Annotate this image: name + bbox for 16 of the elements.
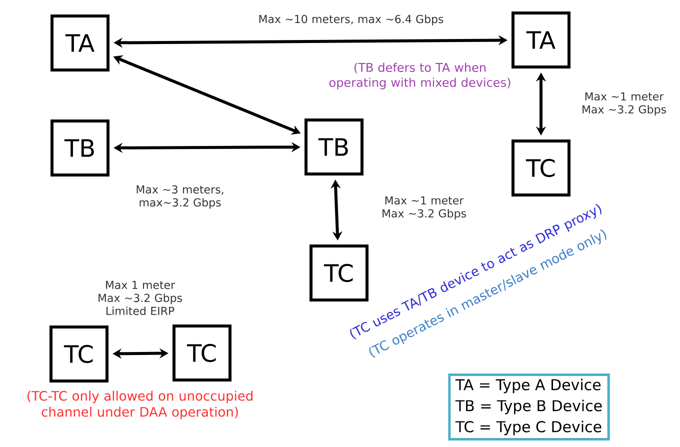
device-box: TC — [512, 140, 570, 196]
edge-label: Max 1 meter Max ~3.2 Gbps Limited EIRP — [98, 280, 182, 316]
device-box: TB — [304, 118, 364, 176]
legend-box: TA = Type A Device TB = Type B Device TC = Type C Device — [448, 373, 610, 440]
edge-label: Max ~1 meter Max ~3.2 Gbps — [382, 196, 466, 220]
device-box: TA — [512, 12, 570, 68]
edge-label: Max ~3 meters, max~3.2 Gbps — [136, 185, 224, 209]
device-box: TB — [50, 120, 110, 176]
note: (TB defers to TA when operating with mixed devices) — [329, 62, 510, 90]
edge-label: Max ~1 meter Max ~3.2 Gbps — [582, 92, 666, 116]
edge-label: Max ~10 meters, max ~6.4 Gbps — [259, 14, 444, 26]
device-box: TA — [50, 14, 110, 72]
device-box: TC — [172, 324, 232, 382]
device-box: TC — [310, 244, 368, 302]
note: (TC-TC only allowed on unoccupied channel under DAA operation) — [28, 390, 252, 420]
device-box: TC — [50, 326, 108, 382]
